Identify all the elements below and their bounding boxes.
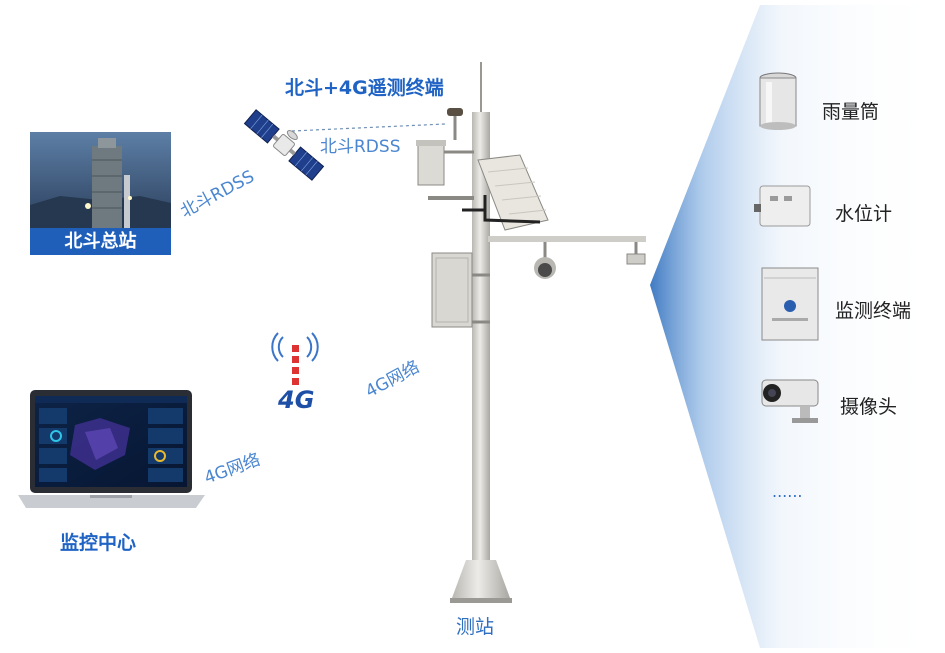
satellite-icon [243, 109, 325, 181]
device-label-rain-gauge: 雨量筒 [822, 101, 880, 123]
station-pole [416, 62, 646, 603]
ground-station-photo [30, 132, 171, 255]
camera-icon [761, 379, 819, 423]
link-label-rdss-station: 北斗RDSS [320, 137, 401, 157]
page-title: 北斗+4G遥测终端 [285, 77, 444, 99]
4g-badge: 4G [278, 386, 315, 414]
rain-gauge-icon [759, 72, 797, 130]
monitor-center-caption: 监控中心 [60, 532, 137, 554]
device-label-more: ...... [772, 482, 803, 501]
device-label-monitoring-terminal: 监测终端 [835, 300, 912, 322]
water-level-meter-icon [754, 185, 811, 227]
laptop-icon [18, 390, 205, 508]
device-label-water-level-meter: 水位计 [835, 203, 893, 225]
rdss-dashed-link [291, 123, 446, 132]
monitoring-terminal-icon [761, 267, 819, 341]
station-caption: 测站 [456, 616, 495, 638]
ground-station-caption: 北斗总站 [64, 231, 137, 252]
4g-tower-icon [271, 332, 319, 385]
device-label-camera: 摄像头 [840, 396, 898, 418]
